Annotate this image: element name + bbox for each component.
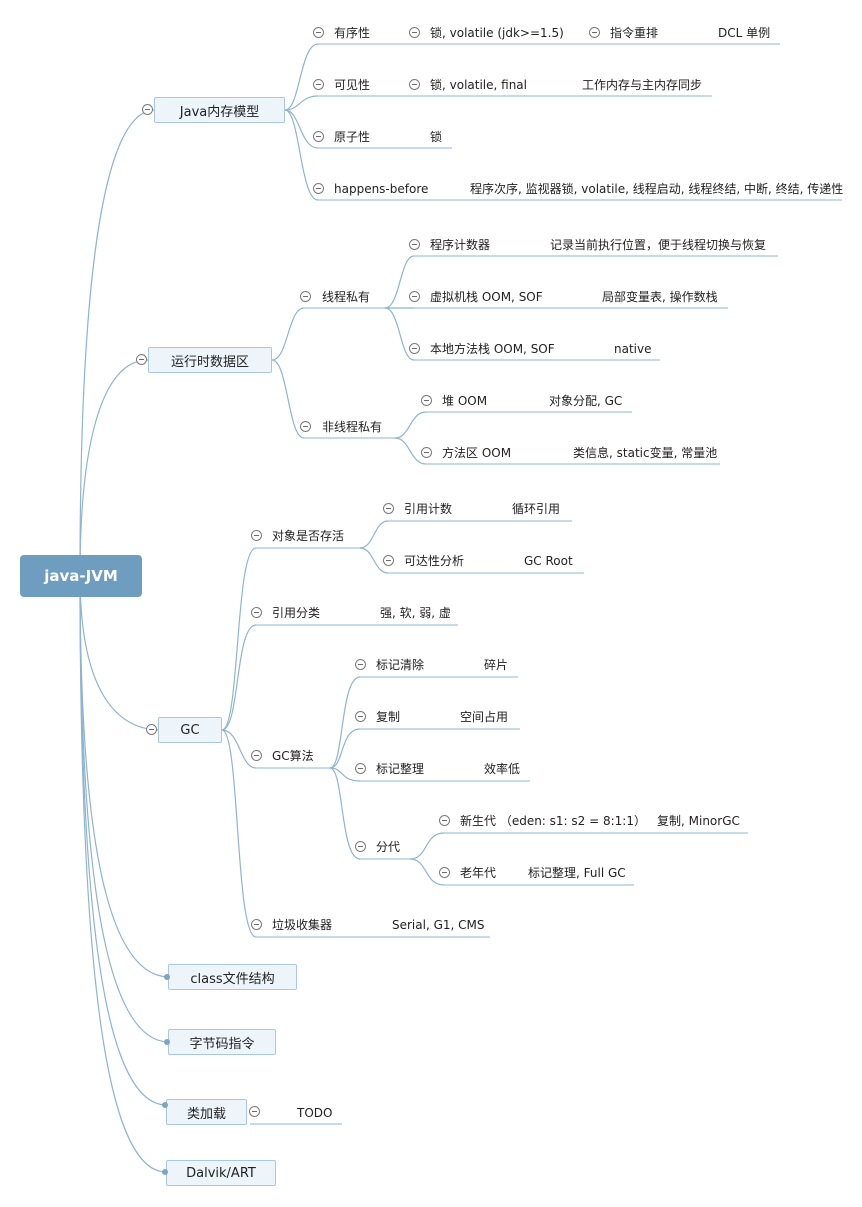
branch-dalvik-art[interactable]: Dalvik/ART — [166, 1160, 276, 1186]
collapse-icon[interactable] — [409, 291, 420, 302]
node-thread-private[interactable]: 线程私有 — [322, 290, 371, 304]
collapsed-indicator-icon[interactable] — [162, 1102, 168, 1108]
collapse-icon[interactable] — [142, 104, 153, 115]
branch-gc[interactable]: GC — [158, 717, 222, 743]
node-young-generation-detail[interactable]: 复制, MinorGC — [657, 814, 740, 828]
branch-class-file-structure[interactable]: class文件结构 — [168, 964, 297, 990]
collapse-icon[interactable] — [251, 919, 262, 930]
node-mark-sweep[interactable]: 标记清除 — [376, 658, 425, 672]
collapse-icon[interactable] — [355, 659, 366, 670]
node-atomicity-detail[interactable]: 锁 — [430, 130, 443, 144]
collapse-icon[interactable] — [300, 291, 311, 302]
node-native-stack-detail[interactable]: native — [614, 342, 652, 356]
node-reference-types-detail[interactable]: 强, 软, 弱, 虚 — [380, 606, 451, 620]
collapse-icon[interactable] — [439, 867, 450, 878]
collapse-icon[interactable] — [249, 1106, 260, 1117]
node-gc-algorithms[interactable]: GC算法 — [272, 749, 314, 763]
node-mark-sweep-detail[interactable]: 碎片 — [484, 658, 509, 672]
node-ordering[interactable]: 有序性 — [334, 26, 371, 40]
collapse-icon[interactable] — [409, 343, 420, 354]
collapse-icon[interactable] — [251, 607, 262, 618]
collapsed-indicator-icon[interactable] — [162, 1169, 168, 1175]
node-young-generation[interactable]: 新生代 （eden: s1: s2 = 8:1:1） — [460, 814, 646, 828]
node-generational[interactable]: 分代 — [376, 840, 401, 854]
node-old-generation[interactable]: 老年代 — [460, 866, 497, 880]
branch-java-memory-model[interactable]: Java内存模型 — [154, 97, 285, 123]
node-reference-counting-detail[interactable]: 循环引用 — [512, 502, 561, 516]
collapse-icon[interactable] — [383, 555, 394, 566]
node-program-counter[interactable]: 程序计数器 — [430, 238, 491, 252]
node-method-area-detail[interactable]: 类信息, static变量, 常量池 — [573, 446, 718, 460]
collapse-icon[interactable] — [383, 503, 394, 514]
collapse-icon[interactable] — [136, 354, 147, 365]
collapsed-indicator-icon[interactable] — [164, 1039, 170, 1045]
collapse-icon[interactable] — [421, 447, 432, 458]
collapse-icon[interactable] — [313, 27, 324, 38]
collapsed-indicator-icon[interactable] — [164, 974, 170, 980]
collapse-icon[interactable] — [439, 815, 450, 826]
node-thread-shared[interactable]: 非线程私有 — [322, 420, 383, 434]
node-heap-detail[interactable]: 对象分配, GC — [549, 394, 623, 408]
node-todo[interactable]: TODO — [297, 1106, 333, 1120]
node-happens-before[interactable]: happens-before — [334, 182, 429, 196]
branch-bytecode-instructions[interactable]: 字节码指令 — [168, 1029, 276, 1055]
node-copying-detail[interactable]: 空间占用 — [460, 710, 509, 724]
collapse-icon[interactable] — [313, 131, 324, 142]
node-old-generation-detail[interactable]: 标记整理, Full GC — [528, 866, 626, 880]
node-native-stack[interactable]: 本地方法栈 OOM, SOF — [430, 342, 555, 356]
node-memory-sync[interactable]: 工作内存与主内存同步 — [582, 78, 703, 92]
node-happens-before-detail[interactable]: 程序次序, 监视器锁, volatile, 线程启动, 线程终结, 中断, 终结… — [470, 182, 844, 196]
node-garbage-collectors[interactable]: 垃圾收集器 — [272, 918, 333, 932]
collapse-icon[interactable] — [146, 724, 157, 735]
node-program-counter-detail[interactable]: 记录当前执行位置，便于线程切换与恢复 — [550, 238, 767, 252]
collapse-icon[interactable] — [355, 711, 366, 722]
node-gc-root[interactable]: GC Root — [524, 554, 573, 568]
node-vm-stack[interactable]: 虚拟机栈 OOM, SOF — [430, 290, 543, 304]
node-visibility[interactable]: 可见性 — [334, 78, 371, 92]
node-copying[interactable]: 复制 — [376, 710, 401, 724]
node-garbage-collectors-detail[interactable]: Serial, G1, CMS — [392, 918, 485, 932]
collapse-icon[interactable] — [251, 750, 262, 761]
node-mark-compact-detail[interactable]: 效率低 — [484, 762, 521, 776]
collapse-icon[interactable] — [313, 183, 324, 194]
collapse-icon[interactable] — [409, 27, 420, 38]
node-dcl-singleton[interactable]: DCL 单例 — [718, 26, 771, 40]
collapse-icon[interactable] — [355, 841, 366, 852]
node-heap[interactable]: 堆 OOM — [442, 394, 488, 408]
node-ordering-detail[interactable]: 锁, volatile (jdk>=1.5) — [430, 26, 564, 40]
branch-class-loading[interactable]: 类加载 — [166, 1099, 247, 1125]
collapse-icon[interactable] — [300, 421, 311, 432]
node-reference-counting[interactable]: 引用计数 — [404, 502, 453, 516]
node-reference-types[interactable]: 引用分类 — [272, 606, 321, 620]
node-mark-compact[interactable]: 标记整理 — [376, 762, 425, 776]
collapse-icon[interactable] — [589, 27, 600, 38]
node-reachability-analysis[interactable]: 可达性分析 — [404, 554, 465, 568]
collapse-icon[interactable] — [421, 395, 432, 406]
node-method-area[interactable]: 方法区 OOM — [442, 446, 512, 460]
collapse-icon[interactable] — [251, 530, 262, 541]
collapse-icon[interactable] — [313, 79, 324, 90]
node-object-alive[interactable]: 对象是否存活 — [272, 529, 345, 543]
root-node[interactable]: java-JVM — [20, 555, 142, 597]
node-instruction-reorder[interactable]: 指令重排 — [610, 26, 659, 40]
collapse-icon[interactable] — [409, 239, 420, 250]
node-vm-stack-detail[interactable]: 局部变量表, 操作数栈 — [602, 290, 718, 304]
collapse-icon[interactable] — [355, 763, 366, 774]
branch-runtime-data-area[interactable]: 运行时数据区 — [148, 347, 272, 373]
collapse-icon[interactable] — [409, 79, 420, 90]
node-atomicity[interactable]: 原子性 — [334, 130, 371, 144]
node-visibility-detail[interactable]: 锁, volatile, final — [430, 78, 527, 92]
